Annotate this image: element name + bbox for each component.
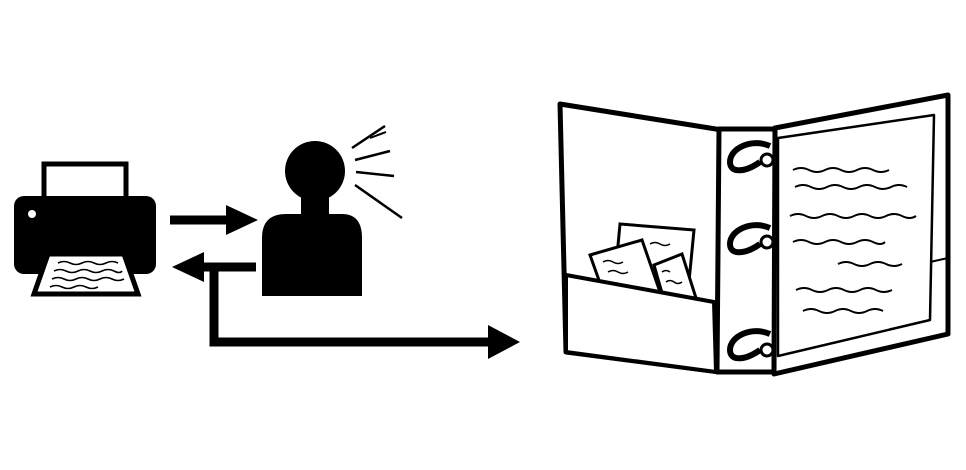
- arrow-person-to-printer: [172, 252, 256, 282]
- pocket-papers: [588, 222, 699, 302]
- three-ring-binder-icon: [557, 92, 951, 377]
- binder-page-text-lines: [789, 167, 917, 314]
- person-idea-icon: [262, 124, 403, 296]
- binder-rings: [726, 140, 775, 362]
- printer-icon: [14, 161, 156, 297]
- arrow-person-to-binder: [209, 267, 520, 359]
- arrow-printer-to-person: [170, 205, 258, 235]
